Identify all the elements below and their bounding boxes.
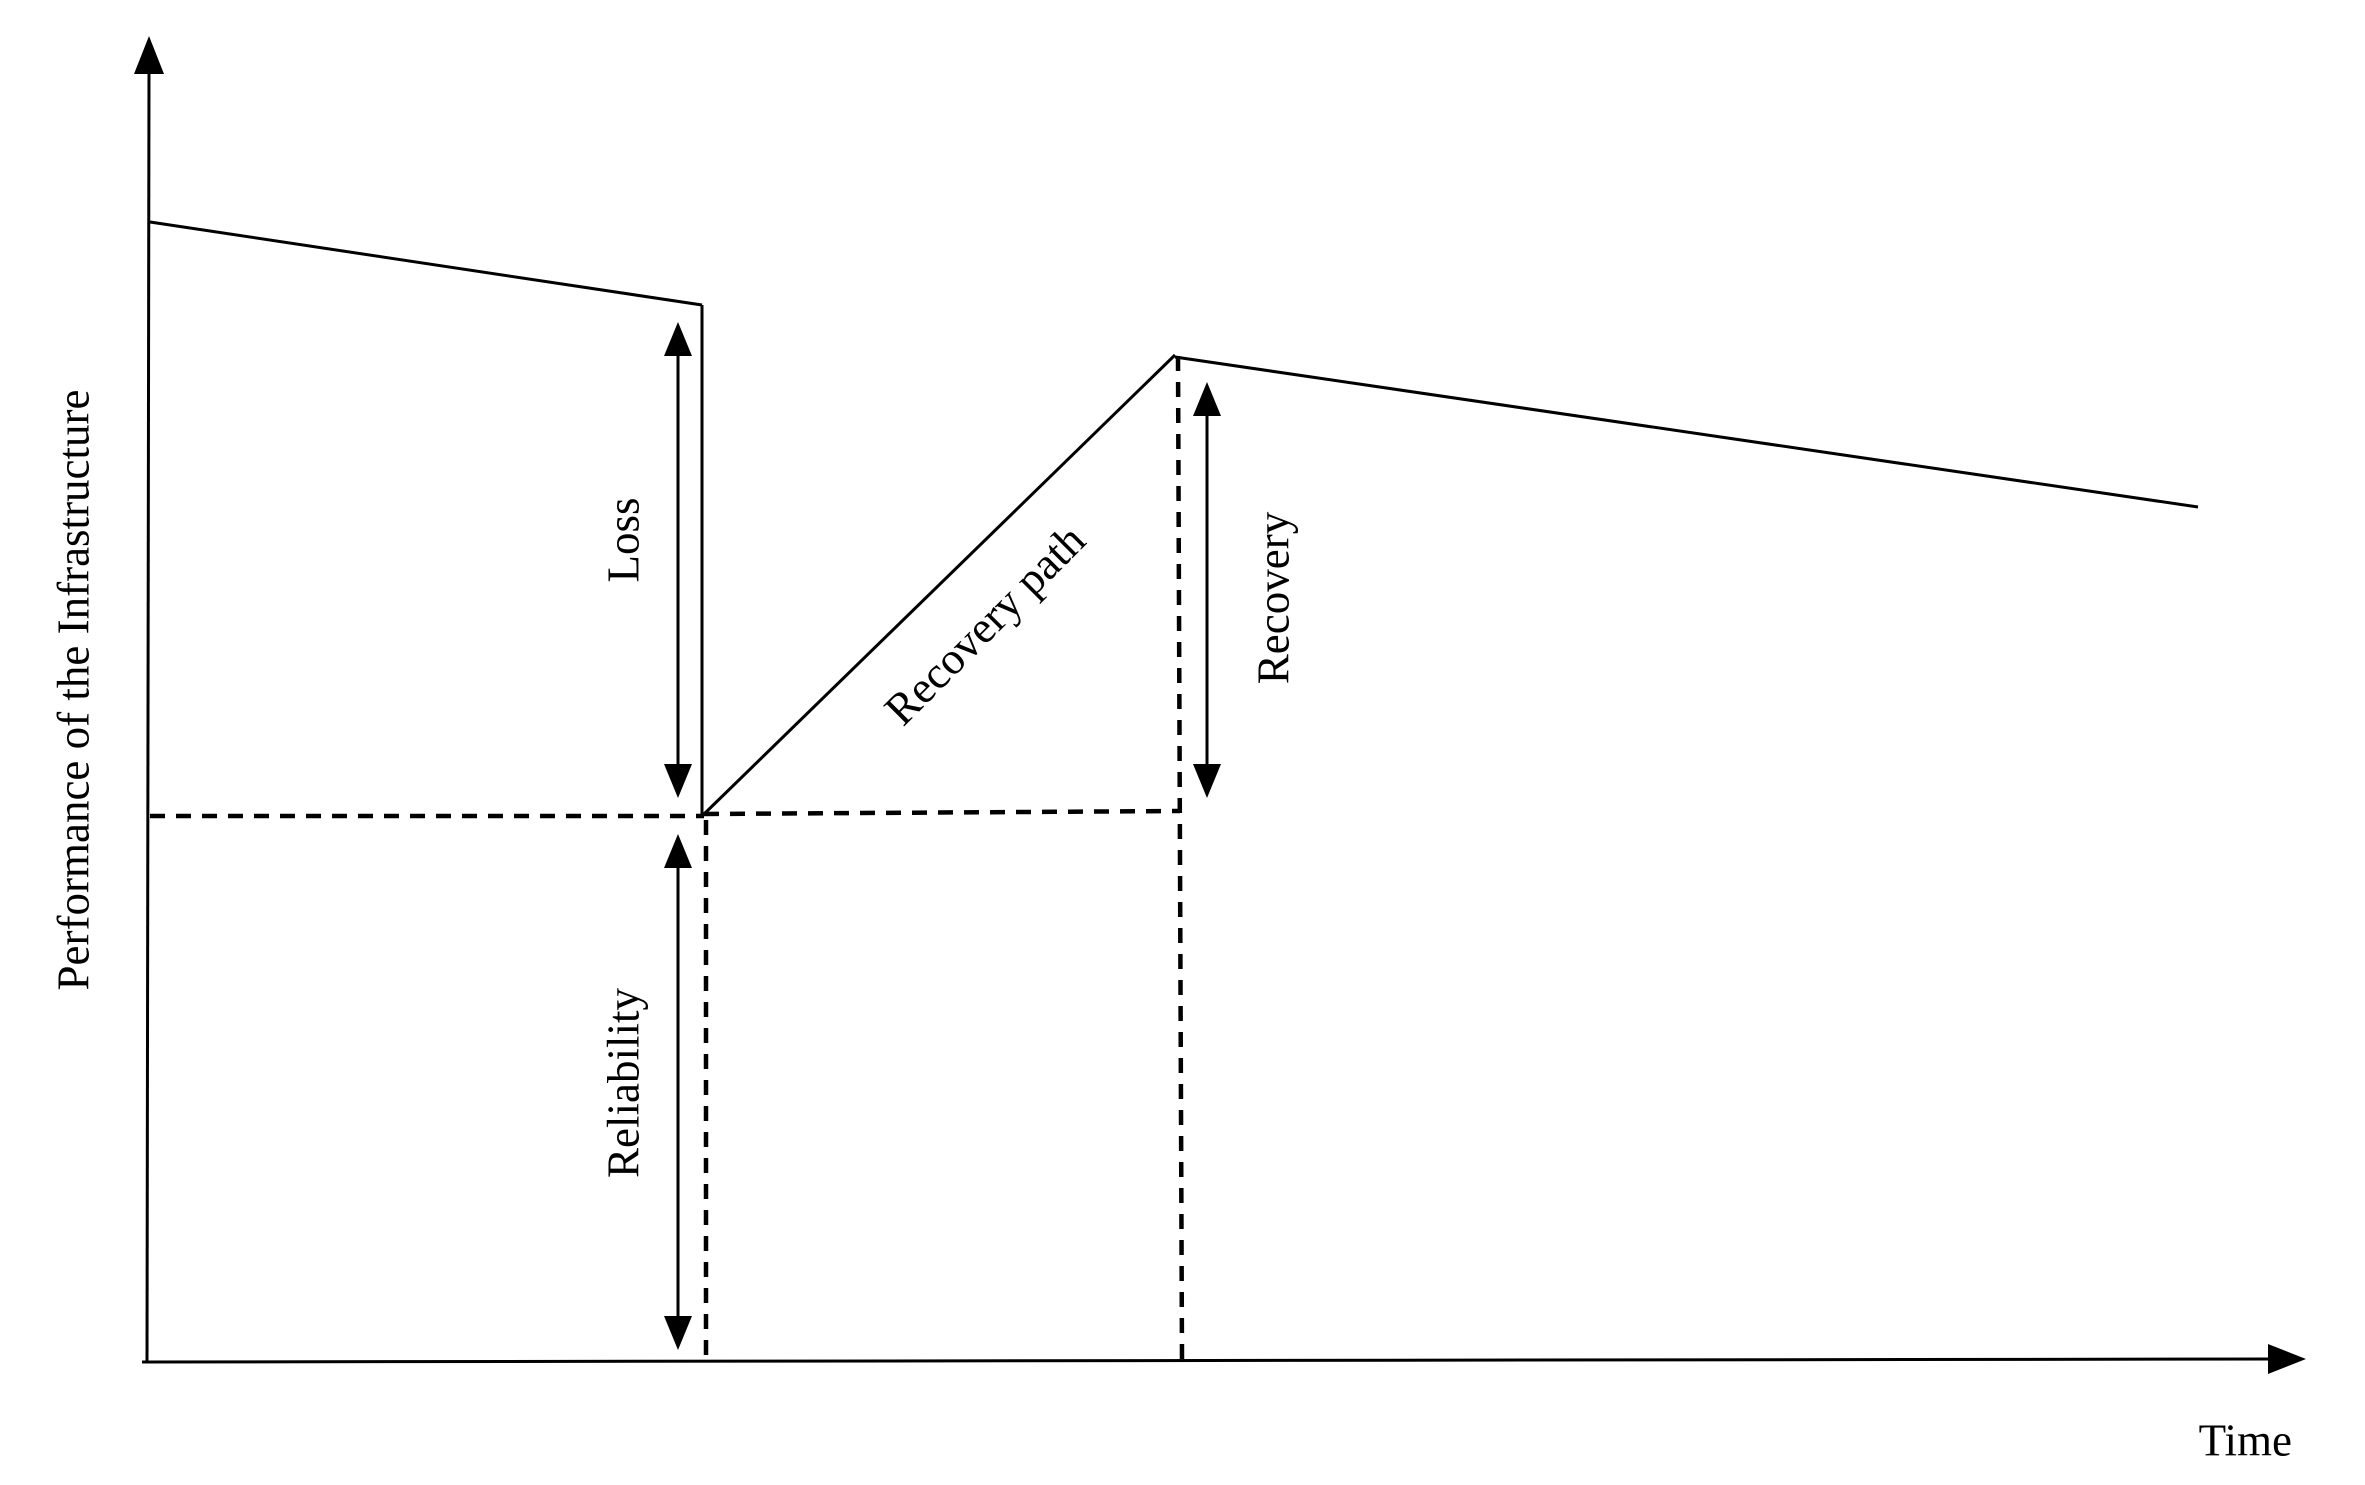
recovery-arrow [1193,382,1221,798]
reliability-arrow-top-head [664,834,692,868]
y-axis-label: Performance of the Infrastructure [48,390,98,991]
reliability-arrow-bottom-head [664,1316,692,1350]
axes [134,36,2306,1374]
reliability-label: Reliability [598,988,648,1178]
recovery-baseline-dashed-line [703,808,1181,817]
recovery-path-label: Recovery path [875,515,1095,735]
loss-arrow-top-head [664,322,692,356]
recovery-time-dashed-line [1175,355,1185,1361]
x-axis-label: Time [2199,1415,2292,1465]
reliability-arrow [664,834,692,1350]
recovery-arrow-top-head [1193,382,1221,416]
recovery-label: Recovery [1248,511,1298,684]
loss-label: Loss [598,497,648,582]
x-axis-line [141,1357,2279,1364]
y-axis-line [145,69,151,1363]
y-axis-arrowhead [134,36,164,74]
loss-arrow [664,322,692,798]
recovery-arrow-bottom-head [1193,764,1221,798]
pre-event-degradation-line [149,220,703,307]
recovery-path-line [700,353,1177,818]
post-recovery-degradation-line [1174,355,2199,509]
x-axis-arrowhead [2268,1344,2306,1374]
performance-curve [149,220,2199,818]
reference-lines [150,355,1185,1361]
loss-arrow-bottom-head [664,764,692,798]
